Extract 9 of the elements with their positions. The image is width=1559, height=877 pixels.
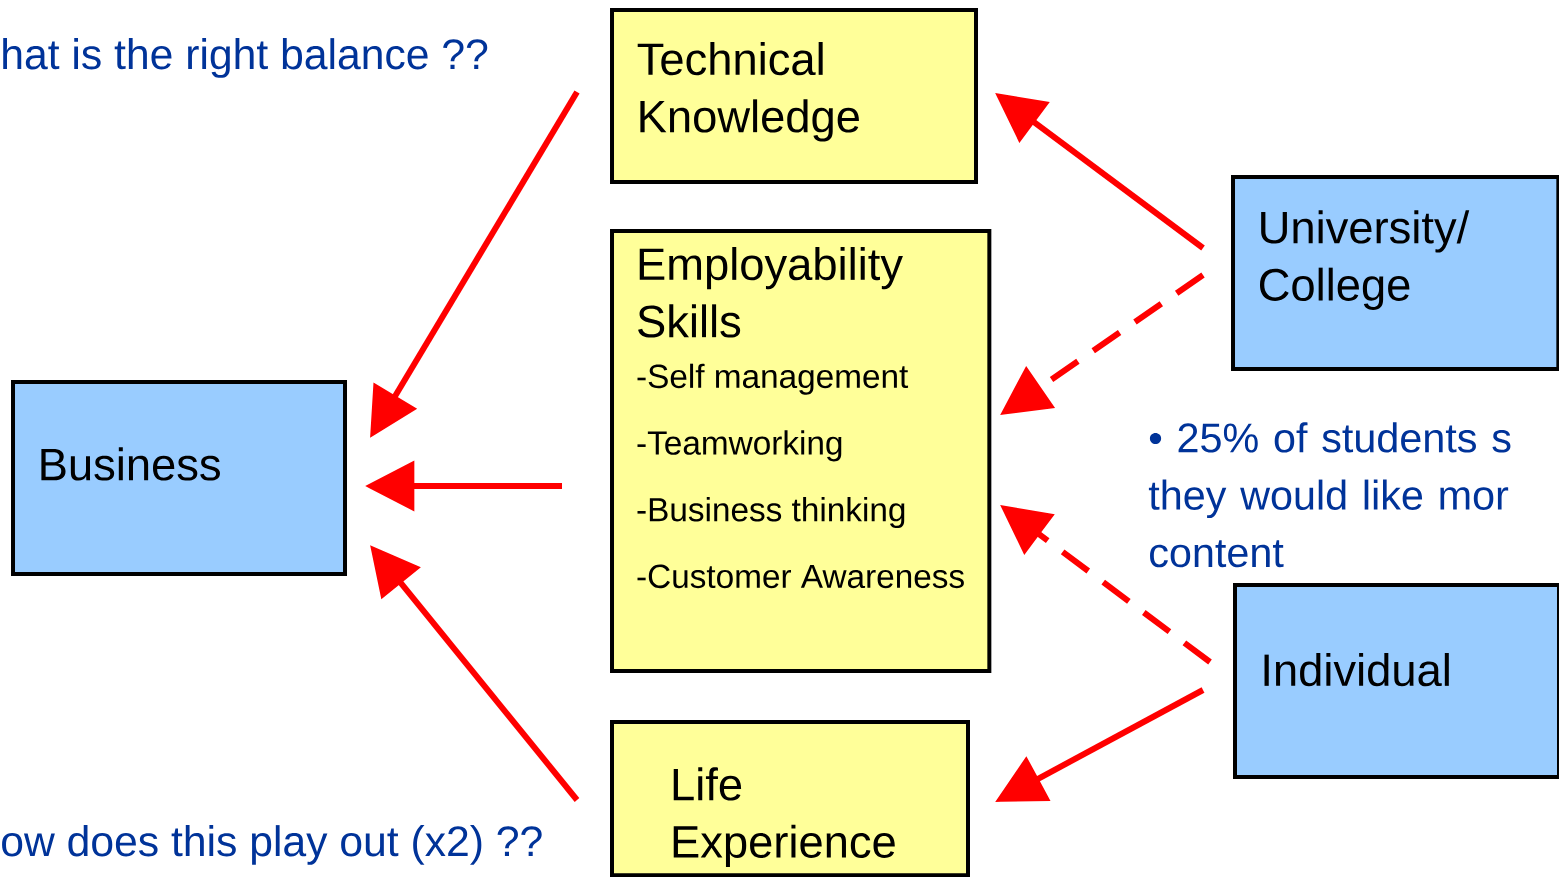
topic-box: Employability Skills -Self management -Teamworking -Business thinking -Customer Awareness <box>610 229 992 673</box>
party-box: Business <box>11 380 347 576</box>
party-box: Individual <box>1233 583 1559 779</box>
party-box: University/ College <box>1231 175 1559 371</box>
question-text: ow does this play out (x2) ?? <box>2 825 542 865</box>
note-text: • 25% of students s they would like mor content <box>1148 422 1511 568</box>
topic-box: Life Experience <box>610 720 970 877</box>
topic-box: Technical Knowledge <box>610 8 978 184</box>
question-text: hat is the right balance ?? <box>3 38 488 78</box>
